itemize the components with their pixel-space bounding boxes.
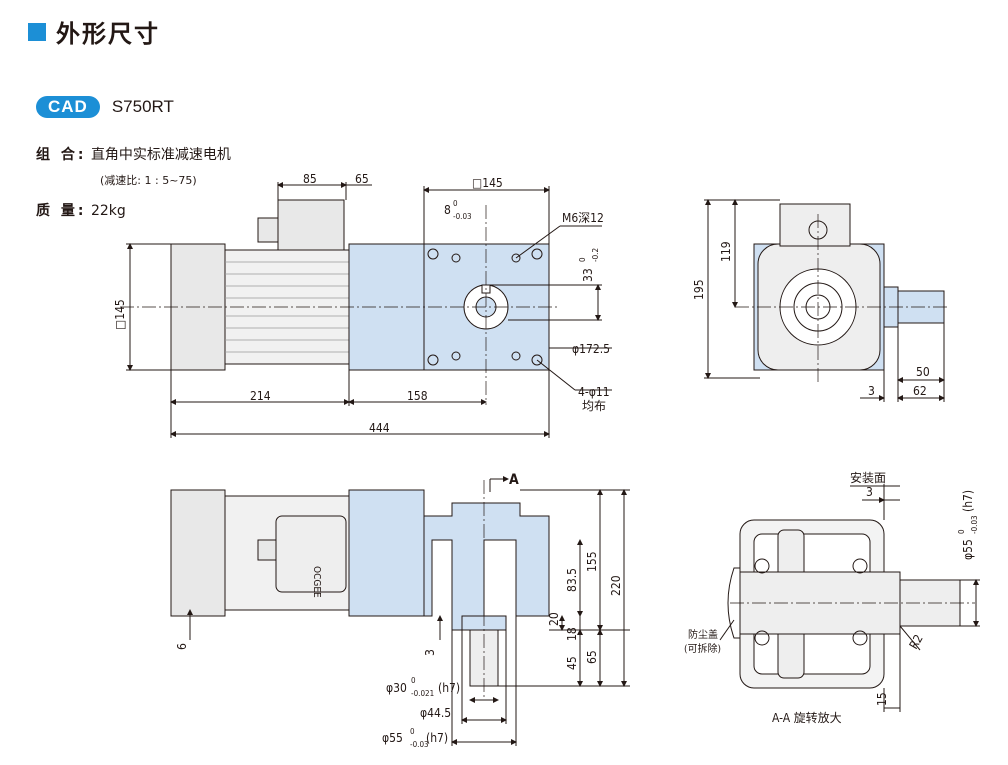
dim-33: 33 xyxy=(581,268,595,282)
dim-3-section: 3 xyxy=(866,485,873,499)
dim-phi30: φ30 xyxy=(386,681,407,695)
top-view-labels: 85 65 □145 8 0 -0.03 M6深12 33 0 -0.2 □14… xyxy=(113,172,610,435)
dim-45: 45 xyxy=(565,656,579,670)
combo-label: 组 合: xyxy=(36,147,87,163)
dim-phi30-tol: 0 xyxy=(411,676,416,685)
section-caption: A-A 旋转放大 xyxy=(772,710,842,725)
front-motor-endcap xyxy=(170,489,226,617)
section-view xyxy=(719,484,980,712)
front-gearbox-right xyxy=(423,502,550,631)
section-view-labels: 安装面 3 φ55 0 -0.03 (h7) 防尘盖 (可拆除) R2 15 A… xyxy=(684,470,979,725)
dim-158: 158 xyxy=(407,389,428,403)
dim-phi30-fit: (h7) xyxy=(438,681,460,695)
combo-value: 直角中实标准减速电机 xyxy=(90,147,231,163)
dim-214: 214 xyxy=(250,389,271,403)
section-header: 外形尺寸 xyxy=(28,14,160,49)
side-view xyxy=(704,199,950,402)
dim-15: 15 xyxy=(875,692,889,706)
dim-phi55: φ55 xyxy=(382,731,403,745)
terminal-box xyxy=(277,199,345,251)
dim-8-tol-low: -0.03 xyxy=(453,212,472,221)
dim-50: 50 xyxy=(916,365,930,379)
dim-6: 6 xyxy=(175,643,189,650)
dim-65: 65 xyxy=(585,650,599,664)
dim-3-front: 3 xyxy=(423,649,437,656)
front-gearbox-left xyxy=(348,489,425,617)
dim-4holes-note: 均布 xyxy=(582,399,606,413)
dim-phi55-section-tol: 0 xyxy=(957,529,966,534)
dust-cover-label: 防尘盖 xyxy=(688,628,718,641)
brand-plate: OCGEE xyxy=(311,566,322,598)
ratio-note: (减速比: 1 : 5~75) xyxy=(100,174,197,187)
dim-phi55-fit: (h7) xyxy=(426,731,448,745)
dim-phi55-tol-low: -0.03 xyxy=(410,740,429,749)
dim-85: 85 xyxy=(303,172,317,186)
mount-hole xyxy=(427,354,439,366)
mount-hole xyxy=(531,354,543,366)
dim-3: 3 xyxy=(868,384,875,398)
section-mark: A xyxy=(509,472,519,488)
front-view xyxy=(170,476,630,746)
dim-m6: M6深12 xyxy=(562,211,604,225)
dim-155: 155 xyxy=(585,551,599,572)
front-terminal-box xyxy=(275,515,347,593)
top-view xyxy=(120,182,612,438)
dim-phi30-tol-low: -0.021 xyxy=(411,689,434,698)
side-terminal-box xyxy=(779,203,851,247)
dim-8: 8 xyxy=(444,203,451,217)
dim-phi55-section: φ55 xyxy=(961,539,975,560)
dim-83-5: 83.5 xyxy=(565,568,579,592)
mount-face-label: 安装面 xyxy=(850,470,886,485)
dim-220: 220 xyxy=(609,575,623,596)
combo-line: 组 合: 直角中实标准减速电机 xyxy=(36,144,231,164)
dim-r2: R2 xyxy=(906,632,925,651)
mass-line: 质 量: 22kg xyxy=(36,200,126,220)
dim-62: 62 xyxy=(913,384,927,398)
dim-33-tol-up: 0 xyxy=(578,257,587,262)
dim-172: φ172.5 xyxy=(572,342,610,356)
section-marker-icon xyxy=(28,22,46,41)
dim-195: 195 xyxy=(692,279,706,300)
dim-119: 119 xyxy=(719,241,733,262)
model-name: S750RT xyxy=(111,97,174,116)
dim-phi44: φ44.5 xyxy=(420,706,451,720)
dim-65: 65 xyxy=(355,172,369,186)
section-title: 外形尺寸 xyxy=(56,20,160,48)
cable-gland xyxy=(257,217,279,243)
front-view-labels: A OCGEE 155 220 83.5 20 18 45 65 6 3 φ30… xyxy=(175,472,623,749)
dim-20: 20 xyxy=(547,612,561,626)
dim-8-tol: 0 xyxy=(453,199,458,208)
mount-hole xyxy=(427,248,439,260)
cad-badge[interactable]: CAD xyxy=(36,96,100,118)
removable-note: (可拆除) xyxy=(684,642,721,655)
dim-4holes: 4-φ11 xyxy=(578,385,610,399)
mass-label: 质 量: xyxy=(36,203,87,219)
mount-hole xyxy=(531,248,543,260)
dim-sq145-left: □145 xyxy=(113,299,127,330)
cad-row: CAD S750RT xyxy=(36,96,174,118)
dim-33-tol-low: -0.2 xyxy=(591,248,600,262)
mass-value: 22kg xyxy=(90,203,126,219)
dim-phi55-tol: 0 xyxy=(410,727,415,736)
dim-sq145-top: □145 xyxy=(472,176,503,190)
dim-18: 18 xyxy=(565,627,579,641)
dim-444: 444 xyxy=(369,421,390,435)
dim-phi55-section-fit: (h7) xyxy=(961,490,975,512)
side-view-labels: 195 119 50 3 62 xyxy=(692,241,930,398)
dim-phi55-section-tol-low: -0.03 xyxy=(970,515,979,534)
